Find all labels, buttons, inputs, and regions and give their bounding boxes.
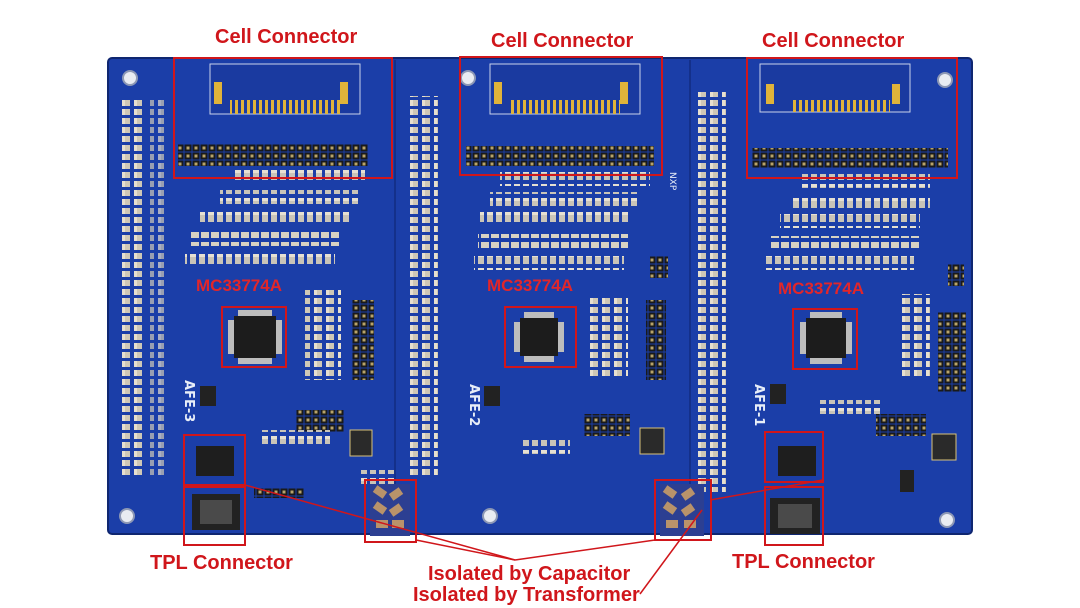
tpl-connector-label-left: TPL Connector: [150, 552, 293, 574]
cell-connector-label-left: Cell Connector: [215, 26, 358, 48]
afe1-silk-label: AFE-1: [751, 384, 766, 427]
annotation-pointer-lines: [244, 479, 824, 595]
tpl-box-right-transformer: [764, 431, 824, 483]
tpl-connector-label-right: TPL Connector: [732, 551, 875, 573]
chip-label-left: MC33774A: [196, 276, 282, 295]
svg-text:NXP: NXP: [667, 172, 677, 191]
afe3-silk-label: AFE-3: [181, 380, 196, 423]
tpl-box-left-transformer: [183, 434, 246, 486]
cell-connector-label-right: Cell Connector: [762, 30, 905, 52]
chip-label-right: MC33774A: [778, 279, 864, 298]
chip-label-middle: MC33774A: [487, 276, 573, 295]
tpl-box-right-connector: [764, 486, 824, 546]
chip-box-middle: [504, 306, 577, 368]
isolated-transformer-label: Isolated by Transformer: [413, 584, 640, 606]
mounting-holes: [119, 70, 955, 528]
afe2-silk-label: AFE-2: [466, 384, 481, 427]
annotation-boxes: [173, 56, 958, 546]
isolation-capacitors-right: [660, 484, 704, 536]
cell-connector-box-right: [746, 57, 958, 179]
cell-connector-label-middle: Cell Connector: [491, 30, 634, 52]
cell-connector-box-middle: [459, 56, 663, 176]
isolation-capacitors-left: [370, 484, 410, 536]
afe1-section: [752, 63, 966, 534]
cell-connector-box-left: [173, 57, 393, 179]
chip-box-right: [792, 308, 858, 370]
isolation-box-right: [654, 479, 712, 541]
tpl-box-left-connector: [183, 486, 246, 546]
isolated-capacitor-label: Isolated by Capacitor: [428, 563, 631, 585]
chip-box-left: [221, 306, 287, 368]
isolation-box-left: [364, 479, 417, 543]
afe3-section: [178, 63, 394, 530]
